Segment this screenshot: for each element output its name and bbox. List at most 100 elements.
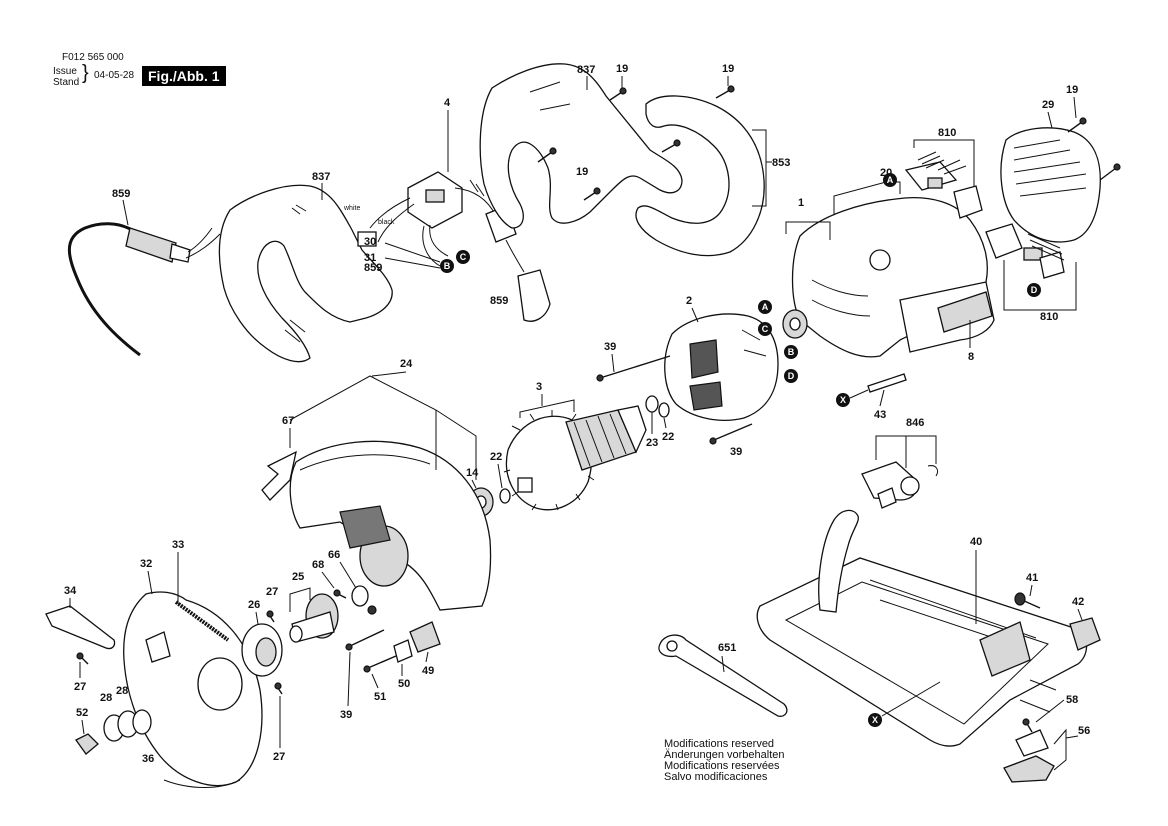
mod-de: Änderungen vorbehalten <box>664 749 785 761</box>
flange-26 <box>241 623 283 677</box>
washer-36 <box>132 709 152 735</box>
front-handle <box>635 95 765 257</box>
callout-25: 25 <box>292 571 304 583</box>
svg-text:B: B <box>788 347 795 357</box>
svg-text:B: B <box>444 261 451 271</box>
callout-19-b: 19 <box>722 63 734 75</box>
callout-651: 651 <box>718 642 736 654</box>
brush-holder-upper <box>904 151 983 219</box>
bearing <box>782 309 808 339</box>
callout-51: 51 <box>374 691 386 703</box>
callout-42: 42 <box>1072 596 1084 608</box>
issue-label: Issue <box>53 66 77 77</box>
mod-es: Salvo modificaciones <box>664 771 768 783</box>
armature <box>503 405 647 511</box>
callout-39-lower: 39 <box>730 446 742 458</box>
callout-28-b: 28 <box>116 685 128 697</box>
callout-19-d: 19 <box>1066 84 1078 96</box>
callout-66: 66 <box>328 549 340 561</box>
callout-853: 853 <box>772 157 790 169</box>
marker-d-1: D <box>784 369 798 383</box>
callout-26: 26 <box>248 599 260 611</box>
callout-22-right: 22 <box>662 431 674 443</box>
callout-810-lower: 810 <box>1040 311 1058 323</box>
handle-housing-left <box>218 184 393 363</box>
screw-27-c <box>274 682 283 695</box>
callout-50: 50 <box>398 678 410 690</box>
issue-date: 04-05-28 <box>94 70 135 81</box>
callout-837-right: 837 <box>577 64 595 76</box>
base-plate <box>756 509 1088 747</box>
lever-34 <box>45 605 116 650</box>
screw-19-a <box>609 87 627 101</box>
marker-x-1: X <box>836 393 850 407</box>
gear-25 <box>289 593 339 643</box>
callout-40: 40 <box>970 536 982 548</box>
callout-68: 68 <box>312 559 324 571</box>
clamp-56 <box>1003 729 1055 783</box>
marker-d-2: D <box>1027 283 1041 297</box>
screw-extra-c <box>1099 163 1121 181</box>
callout-810-upper: 810 <box>938 127 956 139</box>
callout-19-c: 19 <box>576 166 588 178</box>
svg-text:C: C <box>460 252 467 262</box>
screw-19-c <box>583 187 601 201</box>
marker-b-1: B <box>440 259 454 273</box>
handle-housing-right <box>479 63 683 229</box>
screw-41 <box>1014 592 1041 609</box>
callout-837-left: 837 <box>312 171 330 183</box>
knob-42 <box>1069 617 1101 651</box>
screw-27-a <box>76 652 89 665</box>
wire-white-label: white <box>343 205 360 212</box>
callout-41: 41 <box>1026 572 1038 584</box>
eccentric-66 <box>351 585 377 615</box>
svg-text:D: D <box>1031 285 1038 295</box>
callout-27-a: 27 <box>74 681 86 693</box>
svg-text:D: D <box>788 371 795 381</box>
callout-27-c: 27 <box>273 751 285 763</box>
figure-label: Fig./Abb. 1 <box>142 66 226 86</box>
screw-68 <box>333 589 347 599</box>
callout-8: 8 <box>968 351 974 363</box>
pin <box>867 373 907 393</box>
washer-23 <box>645 395 659 413</box>
callout-31: 31 <box>364 252 376 264</box>
callout-30: 30 <box>364 236 376 248</box>
callout-52: 52 <box>76 707 88 719</box>
screw-extra-b <box>661 139 681 153</box>
marker-c-1: C <box>456 250 470 264</box>
svg-text:C: C <box>762 324 769 334</box>
screw-19-b <box>715 85 735 99</box>
callout-22-left: 22 <box>490 451 502 463</box>
callout-39-upper: 39 <box>604 341 616 353</box>
callout-58: 58 <box>1066 694 1078 706</box>
callout-56: 56 <box>1078 725 1090 737</box>
callout-846: 846 <box>906 417 924 429</box>
callout-34: 34 <box>64 585 77 597</box>
screw-19-d <box>1067 117 1087 133</box>
brush-holder-lower <box>985 223 1065 279</box>
stand-label: Stand <box>53 77 80 88</box>
marker-b-2: B <box>784 345 798 359</box>
callout-39-bottom: 39 <box>340 709 352 721</box>
callout-859-strain: 859 <box>490 295 508 307</box>
svg-text:A: A <box>762 302 769 312</box>
callout-43: 43 <box>874 409 886 421</box>
washer-22-left <box>499 488 511 504</box>
screw-39-upper <box>596 355 671 382</box>
callout-1: 1 <box>798 197 804 209</box>
end-cap <box>1000 127 1101 243</box>
callout-24: 24 <box>400 358 413 370</box>
marker-c-2: C <box>758 322 772 336</box>
blade-guard <box>289 440 492 611</box>
svg-text:A: A <box>887 175 894 185</box>
wrench <box>658 634 788 717</box>
bolt-52 <box>75 733 99 755</box>
callout-36: 36 <box>142 753 154 765</box>
callout-14: 14 <box>466 467 479 479</box>
callout-19-a: 19 <box>616 63 628 75</box>
modifications-note: Modifications reserved Änderungen vorbeh… <box>664 739 784 783</box>
callout-32: 32 <box>140 558 152 570</box>
